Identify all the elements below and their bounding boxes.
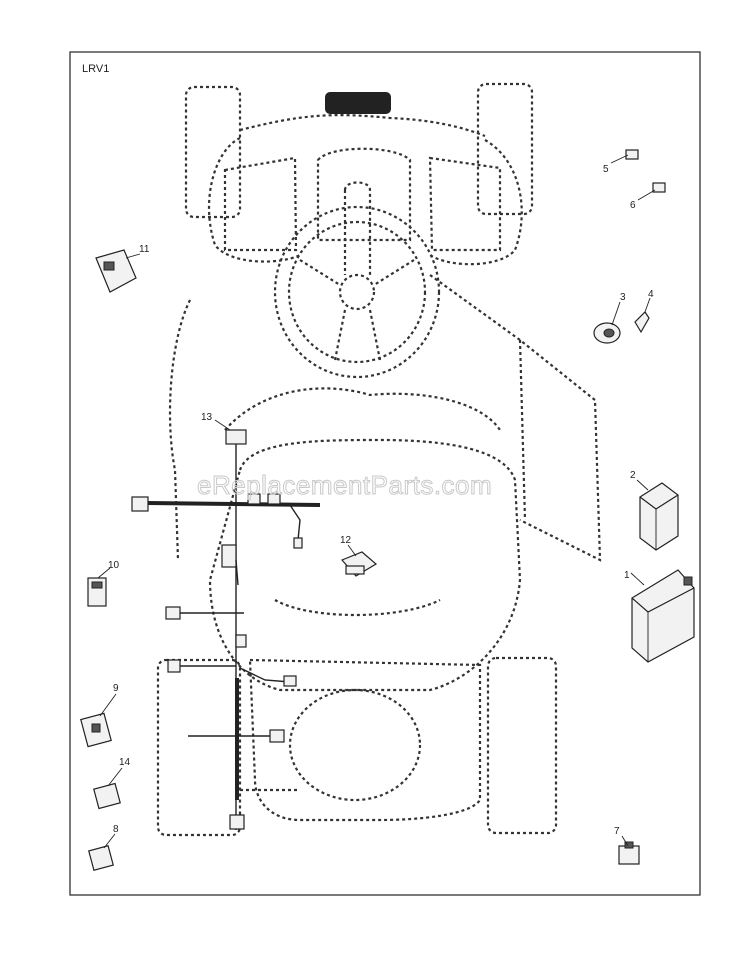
wiring-harness: [131, 440, 321, 830]
part-2-cover[interactable]: [639, 482, 679, 551]
part-5-fuse[interactable]: [625, 149, 639, 160]
part-11-module[interactable]: [95, 249, 137, 293]
callout-1: 1: [624, 570, 630, 581]
part-6-fuse[interactable]: [652, 182, 666, 193]
callout-5: 5: [603, 164, 609, 175]
callout-11: 11: [139, 244, 150, 255]
frame-label: LRV1: [82, 63, 109, 75]
hood-badge: [325, 92, 391, 114]
part-14-relay[interactable]: [93, 782, 121, 810]
leader-lines: [97, 154, 656, 849]
callout-14: 14: [119, 757, 131, 768]
callout-7: 7: [614, 826, 620, 837]
callout-3: 3: [620, 292, 626, 303]
part-10-switch[interactable]: [87, 577, 107, 607]
callout-6: 6: [630, 200, 636, 211]
part-13-connector[interactable]: [225, 429, 247, 445]
part-8-relay[interactable]: [88, 845, 114, 871]
watermark: eReplacementParts.com: [197, 470, 492, 500]
callout-2: 2: [630, 470, 636, 481]
callout-4: 4: [648, 289, 654, 300]
callout-9: 9: [113, 683, 119, 694]
part-3-ignition-switch[interactable]: [593, 322, 621, 344]
part-4-key[interactable]: [634, 311, 650, 334]
callout-13: 13: [201, 412, 213, 423]
callout-labels: 1 2 3 4 5 6 7 8 9 10 11 12 13 14: [108, 164, 654, 837]
part-9-switch[interactable]: [80, 712, 112, 748]
callout-8: 8: [113, 824, 119, 835]
part-7-relay[interactable]: [618, 841, 640, 865]
part-1-battery[interactable]: [631, 569, 695, 663]
callout-12: 12: [340, 535, 352, 546]
mower-outline: [156, 82, 602, 837]
callout-10: 10: [108, 560, 120, 571]
